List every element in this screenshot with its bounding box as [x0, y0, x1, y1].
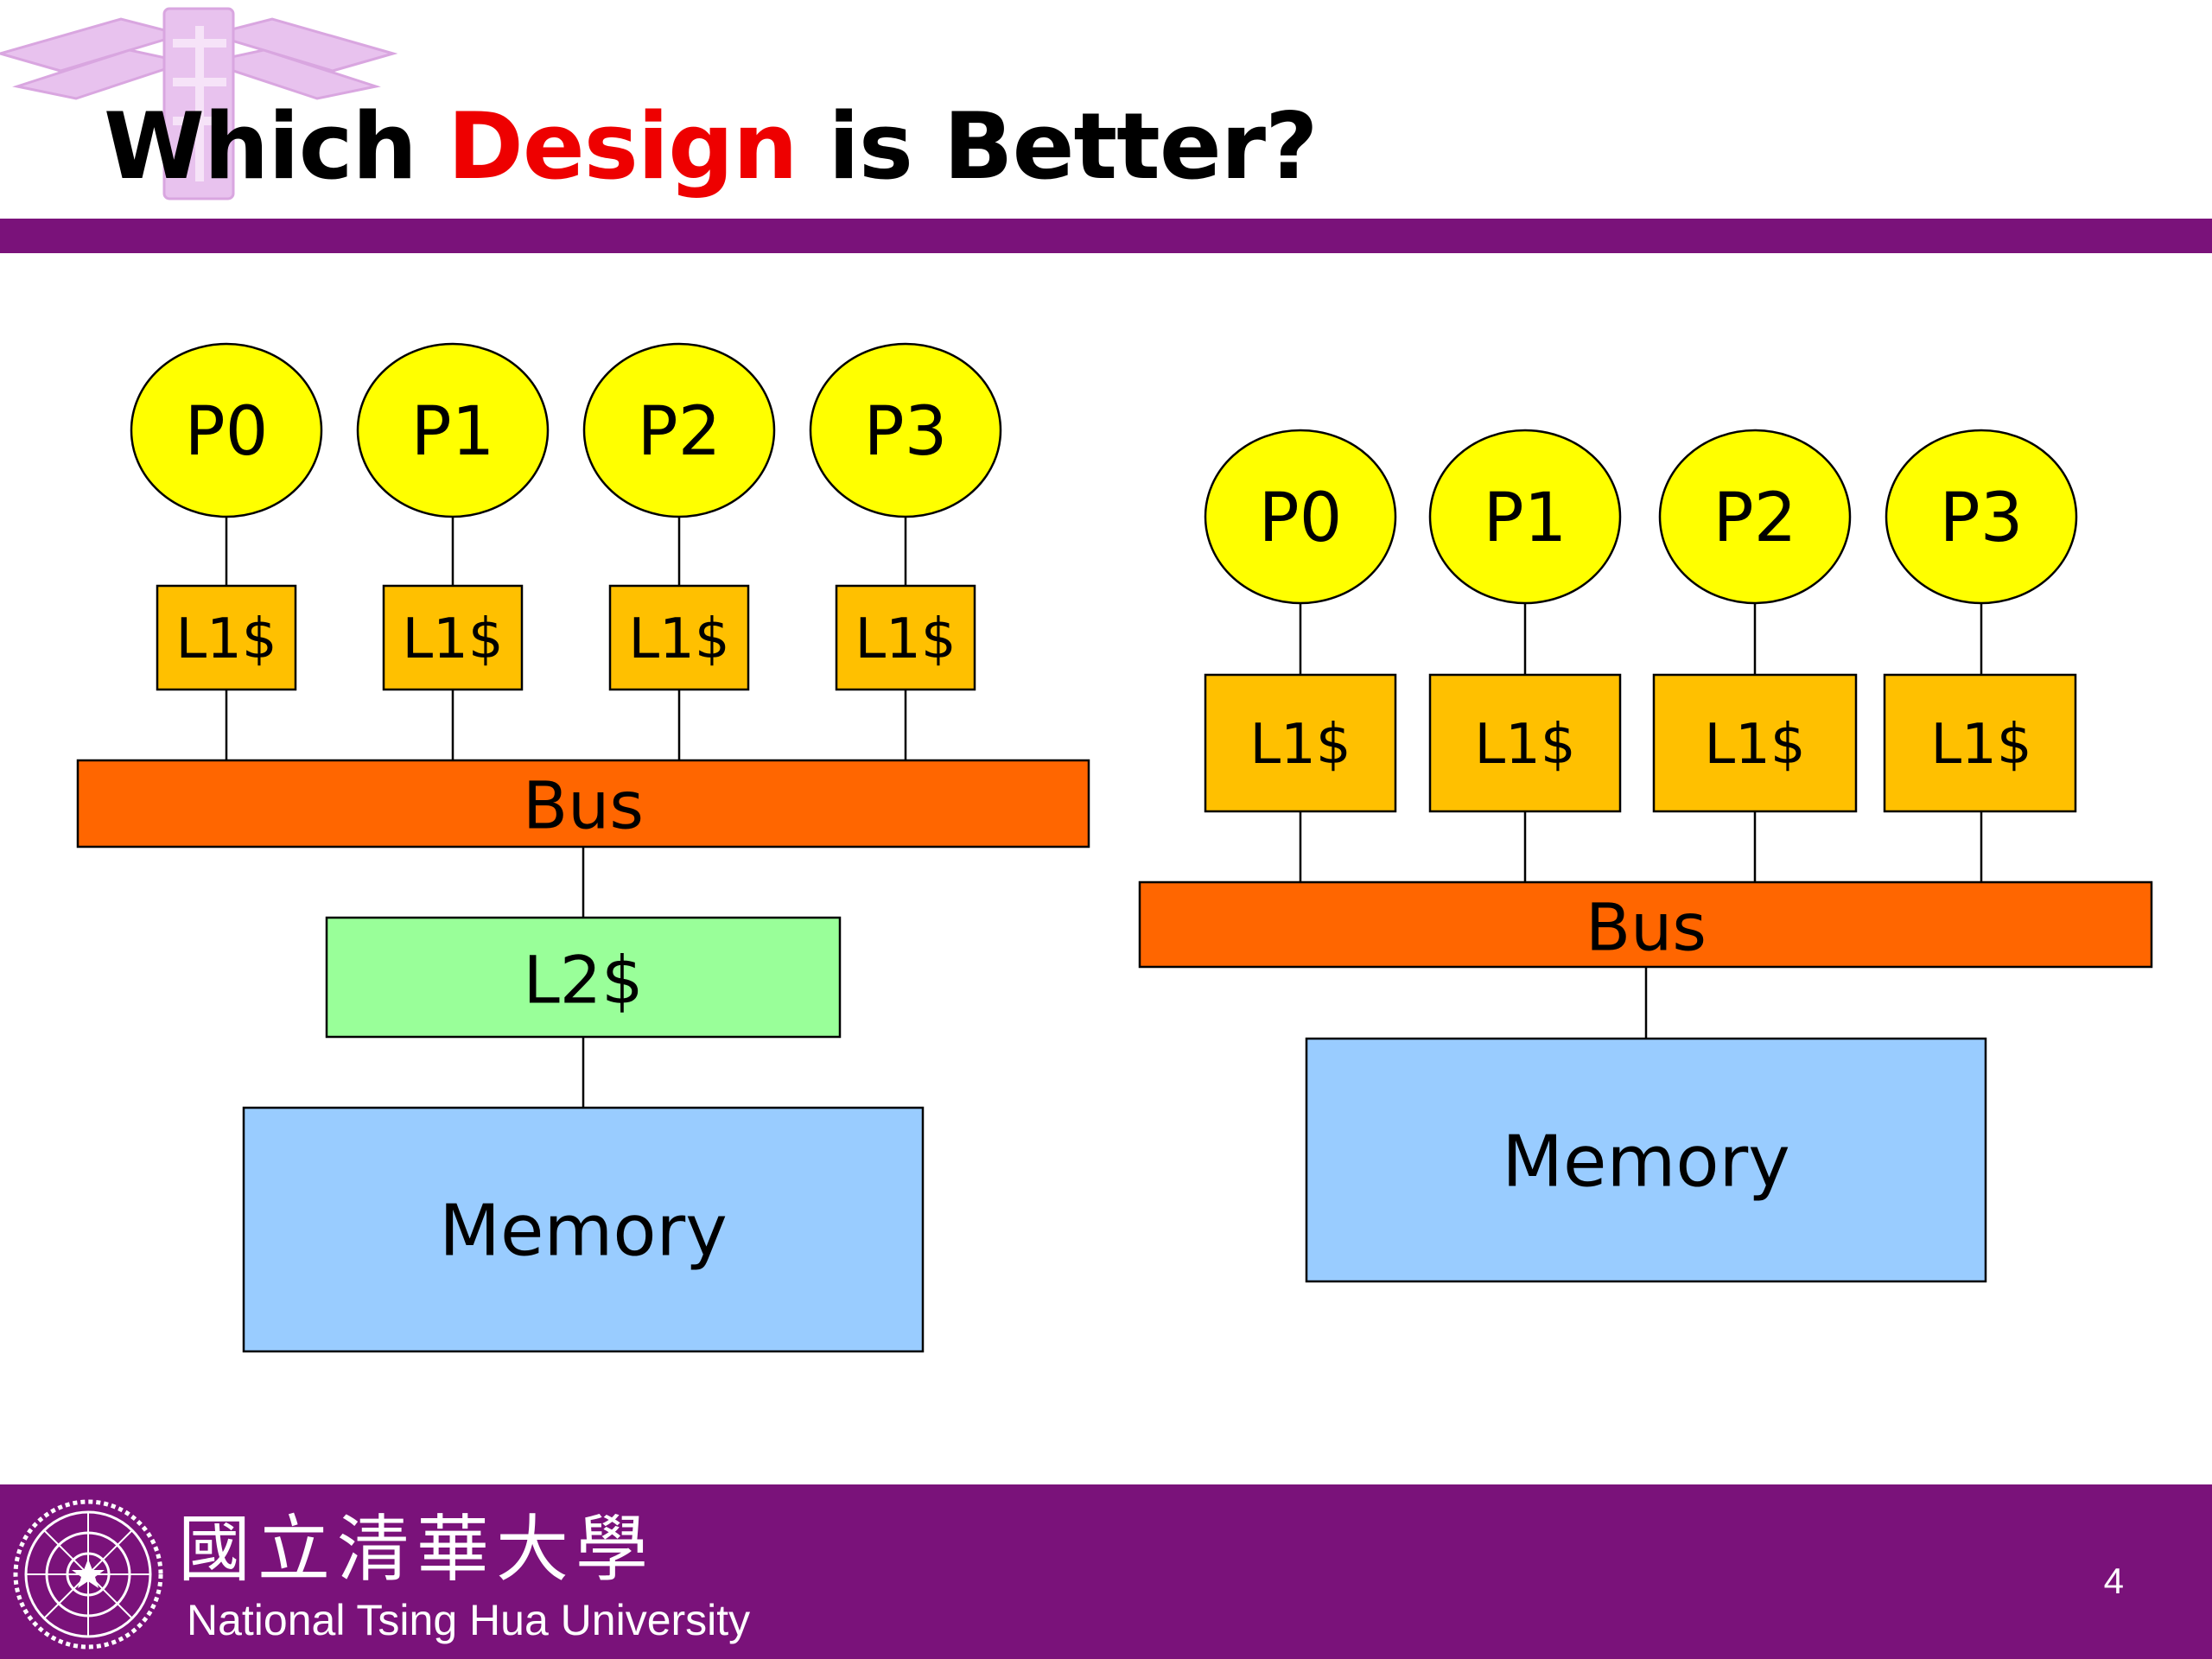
right-bus: Bus	[1138, 880, 2153, 969]
bus-label: Bus	[1586, 889, 1707, 966]
bus-label: Bus	[523, 767, 644, 844]
processor-p1: P1	[1428, 429, 1622, 605]
l1-cache-label: L1$	[1930, 713, 2031, 777]
university-seal-icon	[13, 1499, 163, 1649]
l1-cache-label: L1$	[1474, 713, 1575, 777]
title-text: Which	[104, 93, 448, 200]
l1-cache-label: L1$	[1704, 713, 1805, 777]
page-number: 4	[2103, 1560, 2124, 1601]
university-name-en: National Tsing Hua University	[187, 1596, 751, 1644]
processor-label: P3	[864, 393, 948, 471]
l1-cache-label: L1$	[175, 607, 276, 671]
memory-label: Memory	[439, 1191, 728, 1273]
l1-cache-label: L1$	[628, 607, 729, 671]
university-name-zh: 國立清華大學	[178, 1507, 655, 1592]
l1-cache-1: L1$	[382, 584, 524, 691]
processor-p2: P2	[582, 342, 776, 518]
memory-label: Memory	[1502, 1122, 1790, 1204]
left-memory: Memory	[242, 1106, 925, 1353]
university-logo-watermark	[0, 7, 397, 200]
l1-cache-0: L1$	[156, 584, 297, 691]
processor-label: P0	[1259, 480, 1343, 557]
processor-label: P3	[1940, 480, 2024, 557]
processor-p0: P0	[1204, 429, 1397, 605]
l1-cache-2: L1$	[608, 584, 750, 691]
l2-cache: L2$	[325, 916, 842, 1039]
processor-label: P1	[1484, 480, 1567, 557]
footer-bar	[0, 1484, 2212, 1659]
l1-cache-1: L1$	[1428, 673, 1622, 813]
title-accent-word: Design	[447, 93, 798, 200]
processor-p3: P3	[1885, 429, 2078, 605]
l1-cache-label: L1$	[1249, 713, 1351, 777]
title-text-end: is Better?	[797, 93, 1318, 200]
l2-cache-label: L2$	[523, 942, 643, 1019]
title-divider	[0, 219, 2212, 253]
left-design: P0 P1 P2 P3 L1$ L1$	[76, 342, 1090, 1353]
processor-label: P0	[185, 393, 269, 471]
right-memory: Memory	[1305, 1037, 1987, 1283]
l1-cache-label: L1$	[402, 607, 503, 671]
l1-cache-3: L1$	[1883, 673, 2077, 813]
processor-label: P1	[411, 393, 495, 471]
processor-p3: P3	[809, 342, 1002, 518]
processor-label: P2	[1713, 480, 1797, 557]
right-connectors	[1299, 603, 1983, 1039]
university-name-zh-text: 國立清華大學	[178, 1507, 655, 1592]
left-bus: Bus	[76, 759, 1090, 849]
left-connectors	[225, 517, 907, 1108]
processor-p0: P0	[130, 342, 323, 518]
right-design: P0 P1 P2 P3 L1$ L1$	[1138, 429, 2153, 1283]
l1-cache-3: L1$	[835, 584, 976, 691]
processor-p1: P1	[356, 342, 550, 518]
slide-title: Which Design is Better?	[104, 86, 1318, 207]
l1-cache-2: L1$	[1652, 673, 1858, 813]
l1-cache-label: L1$	[855, 607, 956, 671]
l1-cache-0: L1$	[1204, 673, 1397, 813]
processor-p2: P2	[1658, 429, 1852, 605]
processor-label: P2	[638, 393, 721, 471]
